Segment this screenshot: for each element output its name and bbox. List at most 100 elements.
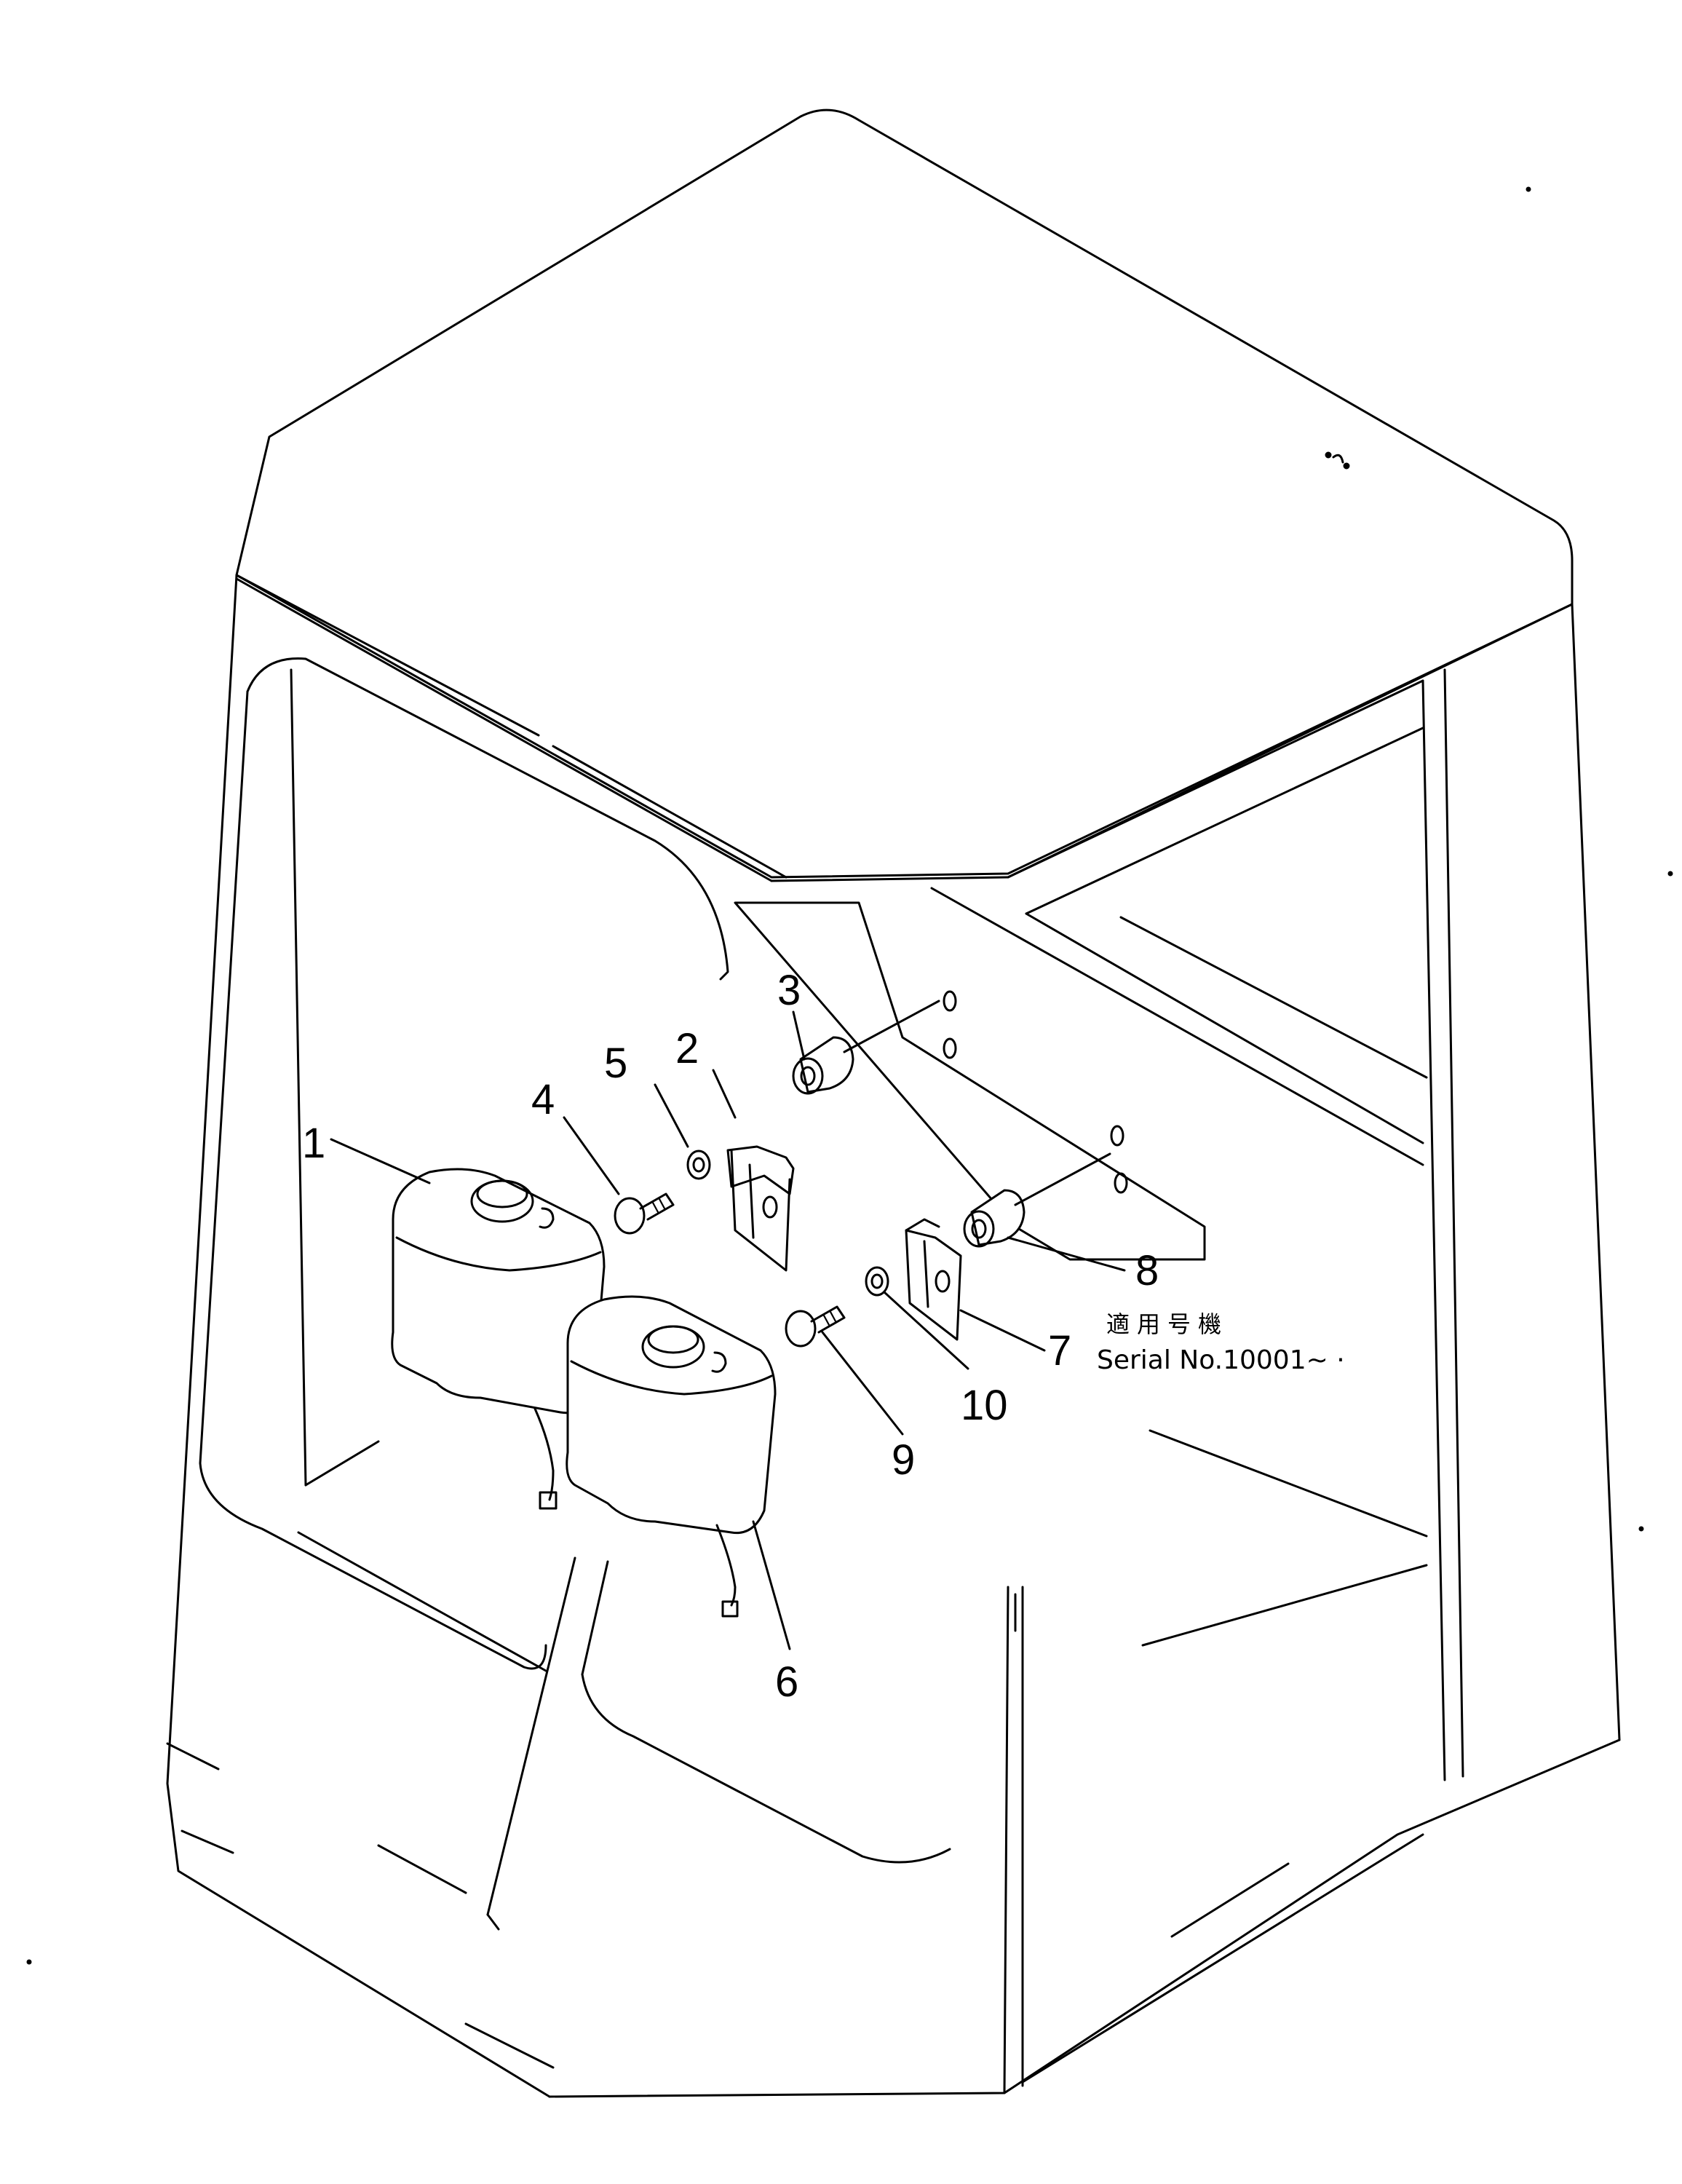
mounting-plate-outline <box>734 901 1206 1261</box>
panel-line-3 <box>377 1844 467 1894</box>
bracket-2-hole <box>762 1195 778 1219</box>
stray-dot-5 <box>1638 1526 1644 1532</box>
panel-line-2 <box>181 1829 234 1854</box>
plate-hole-1 <box>943 990 957 1012</box>
spacer-3-leader-bolt <box>843 1000 940 1053</box>
cab-roof <box>235 108 1574 879</box>
leader-9 <box>821 1331 904 1436</box>
washer-10 <box>865 1266 889 1297</box>
stray-dot-3 <box>1526 186 1531 192</box>
callout-2: 2 <box>675 1025 699 1072</box>
callout-4: 4 <box>531 1076 555 1123</box>
front-lower-edge <box>1021 1833 1424 2084</box>
bolt-9-thread-2 <box>829 1310 837 1323</box>
bracket-2 <box>726 1145 795 1272</box>
bolt-9 <box>785 1305 846 1348</box>
leader-4 <box>563 1116 620 1195</box>
tank-1-fitting <box>539 1207 555 1229</box>
bracket-7-top <box>905 1218 940 1232</box>
serial-number-range: Serial No.10001~ · <box>1097 1345 1345 1375</box>
leader-2 <box>712 1069 737 1119</box>
tank-1-body <box>391 1168 606 1415</box>
callout-5: 5 <box>604 1040 627 1087</box>
leader-8 <box>1007 1236 1126 1272</box>
leader-1 <box>330 1138 431 1184</box>
callout-8: 8 <box>1135 1247 1159 1294</box>
left-window-bottom <box>297 1531 547 1672</box>
tank-1-cap-top <box>476 1179 528 1208</box>
spacer-8-end <box>963 1210 995 1248</box>
bolt-4 <box>614 1192 675 1235</box>
applicable-machines-label: 適用号機 <box>1106 1310 1229 1338</box>
callout-9: 9 <box>892 1436 915 1484</box>
callout-7: 7 <box>1048 1327 1071 1374</box>
tank-6-top-edge <box>570 1360 773 1396</box>
washer-tank-1 <box>391 1168 606 1510</box>
stray-dot-6 <box>26 1959 32 1965</box>
left-window-inner-post <box>290 668 307 1487</box>
tank-6-body <box>566 1295 777 1535</box>
front-pillar-3 <box>486 1913 500 1931</box>
spacer-3 <box>792 1000 940 1095</box>
mounting-plate <box>734 901 1206 1261</box>
front-pillar-1 <box>486 1556 576 1916</box>
callout-3: 3 <box>777 967 801 1014</box>
leader-3 <box>792 1010 806 1061</box>
washer-10-outer <box>865 1266 889 1297</box>
leader-10 <box>883 1291 969 1370</box>
washer-5 <box>686 1150 711 1180</box>
left-window-lower <box>199 690 547 1670</box>
bracket-7-outline <box>905 1229 962 1341</box>
panel-line-4 <box>464 2022 555 2069</box>
right-window-lower <box>1149 1429 1428 1538</box>
cab-left-side <box>166 574 551 2098</box>
plate-hole-3 <box>1110 1125 1124 1147</box>
tank-1-top-edge <box>395 1236 602 1272</box>
callout-1: 1 <box>302 1120 325 1167</box>
tank-1-connector <box>539 1491 558 1510</box>
spacer-3-end <box>792 1057 824 1095</box>
callout-6: 6 <box>775 1658 798 1706</box>
right-window-diag-2 <box>1025 912 1424 1144</box>
plate-hole-4 <box>1114 1172 1128 1194</box>
bracket-2-slot <box>748 1163 755 1239</box>
right-pillar-inner-1 <box>1421 679 1446 1781</box>
bolt-9-shank <box>810 1305 846 1334</box>
stray-dot-4 <box>1667 871 1673 877</box>
right-pillar-inner-2 <box>1443 668 1464 1778</box>
right-window-top <box>1025 727 1424 915</box>
stray-mark-1 <box>1332 454 1344 464</box>
front-window <box>581 1673 951 1864</box>
tank-6-connector <box>721 1600 739 1618</box>
leader-lines <box>330 1010 1126 1650</box>
bracket-7-slot <box>923 1240 929 1308</box>
right-window-lower-2 <box>1141 1564 1428 1647</box>
right-window-frame <box>1007 679 1424 879</box>
bracket-2-face <box>730 1149 791 1272</box>
plate-hole-2 <box>943 1037 957 1059</box>
bolt-4-thread-2 <box>658 1198 666 1210</box>
serial-note: 適用号機 Serial No.10001~ · <box>1097 1310 1345 1375</box>
tank-6-wire <box>715 1524 737 1607</box>
front-pillar-2 <box>581 1560 609 1676</box>
spacer-8-bore <box>971 1219 987 1239</box>
spacer-8 <box>963 1152 1111 1248</box>
washer-5-inner <box>692 1157 705 1173</box>
spacer-3-bore <box>800 1066 816 1086</box>
washer-tank-6 <box>566 1295 777 1618</box>
tank-1-wire <box>533 1407 555 1501</box>
front-window-inner <box>1003 1586 1009 2094</box>
left-window-inner-edge <box>304 1440 380 1487</box>
left-window <box>246 657 729 981</box>
leader-5 <box>654 1083 689 1148</box>
cab-bottom <box>548 1738 1621 2098</box>
stray-dot-2 <box>1343 462 1350 470</box>
right-window-diag-3 <box>1119 916 1428 1079</box>
panel-line-5 <box>1170 1862 1290 1938</box>
bolt-4-head <box>614 1197 646 1235</box>
callout-numbers: 1 2 3 4 5 6 7 8 9 10 <box>302 967 1159 1706</box>
right-window-diag-1 <box>930 887 1424 1166</box>
bolt-4-thread-1 <box>651 1201 659 1214</box>
bolt-9-thread-1 <box>822 1314 830 1326</box>
